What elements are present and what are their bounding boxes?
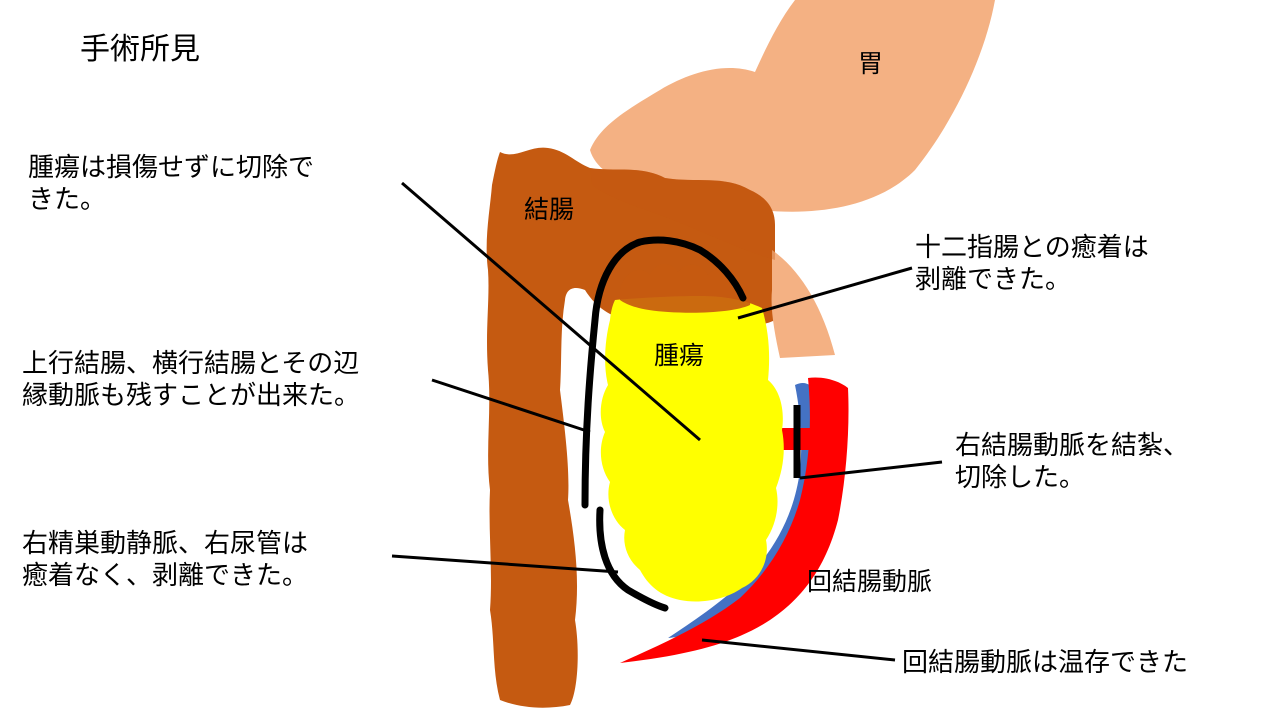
annotation-line: 切除した。 bbox=[955, 463, 1086, 493]
resection-outline-lower bbox=[596, 506, 669, 612]
leader-right-colic bbox=[799, 460, 943, 480]
leader-duodenum bbox=[737, 266, 913, 320]
slide-title: 手術所見 bbox=[80, 32, 200, 67]
annotation-right-colic-artery: 右結腸動脈を結紮、 切除した。 bbox=[955, 430, 1189, 494]
tumor-shape bbox=[600, 296, 784, 602]
leader-ileocolic bbox=[701, 638, 896, 662]
stomach-colon-overlap bbox=[590, 168, 775, 260]
annotation-line: 右結腸動脈を結紮、 bbox=[955, 431, 1190, 461]
annotation-line: 十二指腸との癒着は bbox=[915, 233, 1149, 263]
annotation-ileocolic-preserved: 回結腸動脈は温存できた bbox=[902, 648, 1189, 678]
annotation-duodenum-adhesion: 十二指腸との癒着は 剥離できた。 bbox=[915, 232, 1149, 296]
annotation-marginal-artery: 上行結腸、横行結腸とその辺 縁動脈も残すことが出来た。 bbox=[22, 348, 360, 412]
annotation-line: 剥離できた。 bbox=[915, 265, 1072, 295]
resection-outline bbox=[581, 236, 747, 509]
stomach-label: 胃 bbox=[858, 49, 884, 78]
annotation-line: きた。 bbox=[28, 185, 107, 215]
annotation-line: 右精巣動静脈、右尿管は bbox=[22, 529, 309, 559]
annotation-spermatic-ureter: 右精巣動静脈、右尿管は 癒着なく、剥離できた。 bbox=[22, 528, 308, 592]
stomach-shape bbox=[590, 0, 995, 212]
annotation-line: 上行結腸、横行結腸とその辺 bbox=[22, 349, 360, 379]
annotation-tumor-resection: 腫瘍は損傷せずに切除で きた。 bbox=[28, 152, 314, 216]
annotation-line: 縁動脈も残すことが出来た。 bbox=[22, 381, 361, 411]
duodenum-shape bbox=[771, 250, 835, 358]
leader-spermatic bbox=[391, 554, 619, 574]
annotation-line: 腫瘍は損傷せずに切除で bbox=[28, 153, 315, 183]
ileocolic-artery-label: 回結腸動脈 bbox=[807, 567, 933, 596]
leader-tumor bbox=[401, 181, 701, 442]
adhesion-lobes bbox=[620, 264, 751, 313]
annotation-line: 癒着なく、剥離できた。 bbox=[22, 561, 309, 591]
leader-marginal bbox=[431, 378, 591, 434]
tumor-label: 腫瘍 bbox=[654, 341, 705, 370]
ileocolic-artery bbox=[620, 377, 849, 663]
colon-label: 結腸 bbox=[524, 195, 575, 224]
